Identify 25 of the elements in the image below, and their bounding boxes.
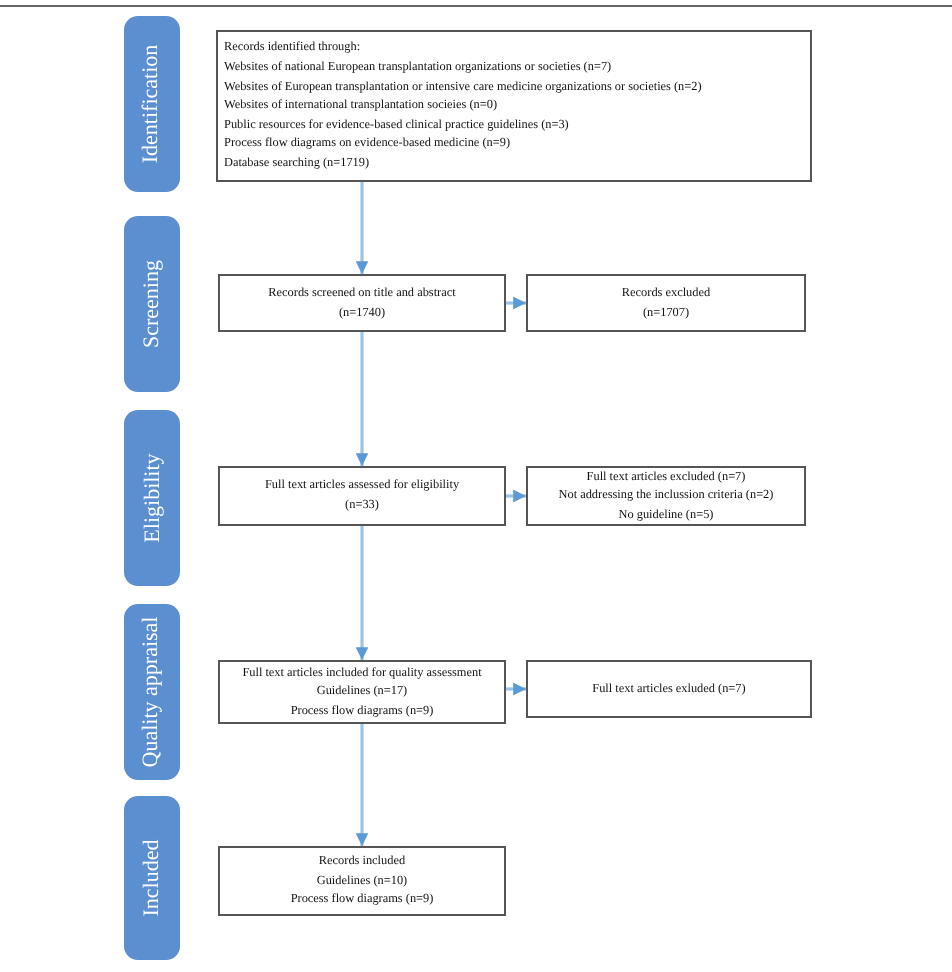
process-box [218,466,506,526]
phase-tab [124,796,180,960]
process-box [526,274,806,332]
arrow [506,296,526,310]
phase-tab [124,410,180,586]
process-box [216,30,812,182]
arrow [355,526,369,660]
arrow [355,182,369,274]
phase-label: Included [140,839,164,917]
arrow [506,489,526,503]
process-box [218,660,506,724]
process-box [218,846,506,916]
phase-label: Screening [140,260,164,348]
process-box [526,660,812,718]
phase-tab [124,16,180,192]
phase-label: Eligibility [140,453,164,543]
process-box [526,466,806,526]
phase-tab [124,216,180,392]
arrow [355,724,369,846]
arrow [506,682,526,696]
phase-tab [124,604,180,780]
process-box [218,274,506,332]
arrow [355,332,369,466]
phase-label: Quality appraisal [140,616,164,768]
phase-label: Identification [140,44,164,164]
